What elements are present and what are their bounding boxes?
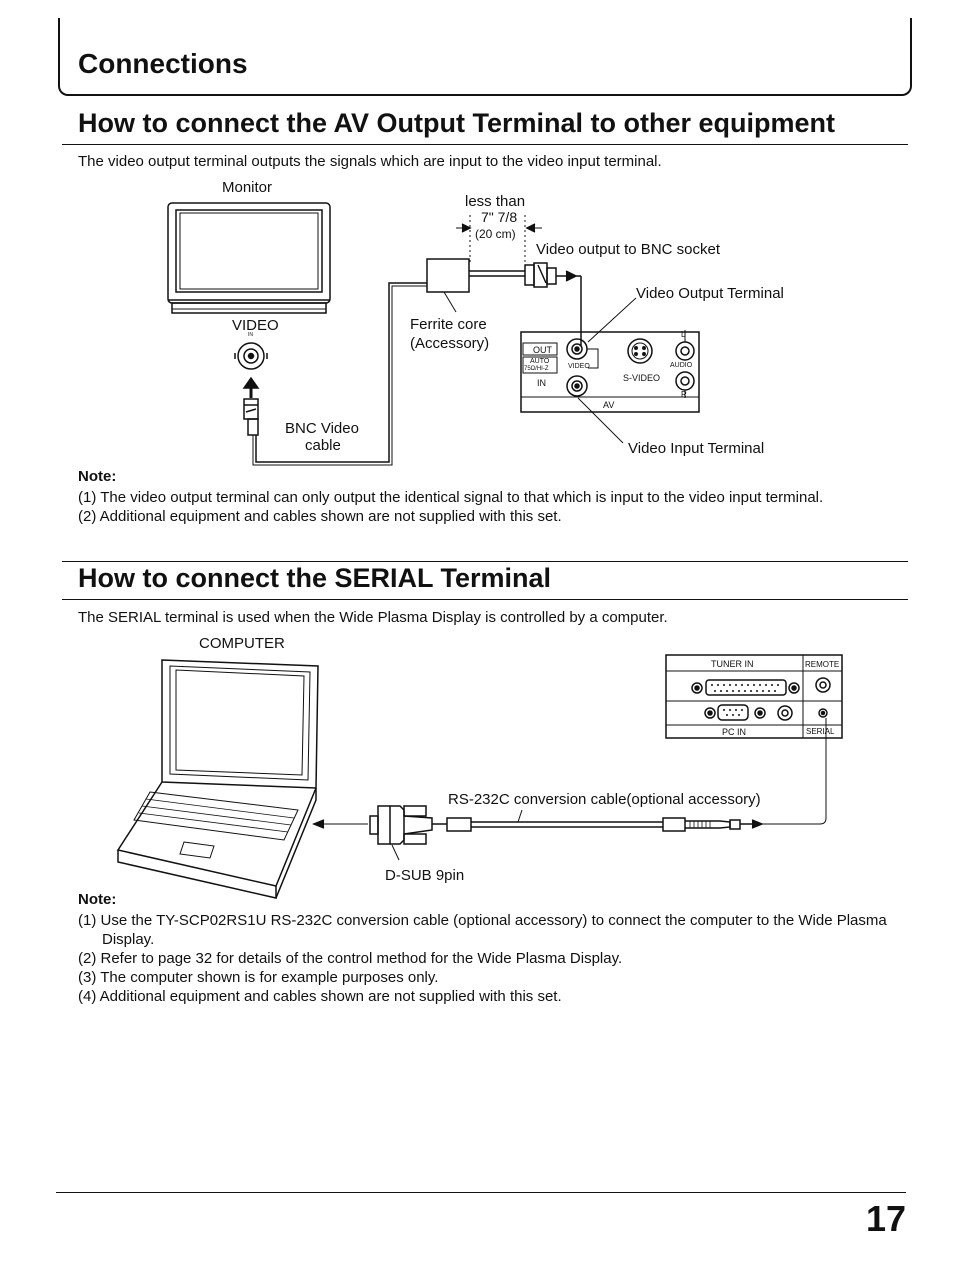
label-ferrite-1: Ferrite core	[410, 316, 487, 333]
av-notes: (1) The video output terminal can only o…	[78, 488, 904, 526]
panel-label-remote: REMOTE	[805, 660, 840, 669]
section-frame	[58, 18, 912, 96]
panel-label-video: VIDEO	[568, 363, 590, 370]
label-video: VIDEO	[232, 317, 279, 334]
label-length-cm: (20 cm)	[475, 227, 516, 241]
bnc-plug	[243, 398, 259, 436]
serial-note-item: (4) Additional equipment and cables show…	[78, 988, 562, 1005]
panel-label-tuner-in: TUNER IN	[711, 659, 754, 669]
serial-intro: The SERIAL terminal is used when the Wid…	[78, 609, 668, 626]
serial-heading-rule	[62, 599, 908, 600]
panel-label-in: IN	[537, 378, 546, 388]
panel-label-auto: AUTO	[530, 358, 550, 365]
av-panel	[520, 330, 700, 413]
monitor-illustration	[167, 202, 331, 314]
label-rs232c-cable: RS-232C conversion cable(optional access…	[448, 791, 761, 808]
label-bnc-cable-1: BNC Video	[285, 420, 359, 437]
page-number: 17	[865, 1198, 906, 1239]
section-title: Connections	[78, 48, 248, 79]
label-input-terminal: Video Input Terminal	[628, 440, 765, 457]
av-note-item: (1) The video output terminal can only o…	[78, 489, 824, 506]
serial-note-item: (3) The computer shown is for example pu…	[78, 969, 439, 986]
av-heading: How to connect the AV Output Terminal to…	[78, 108, 835, 138]
label-output-terminal: Video Output Terminal	[636, 285, 784, 302]
panel-label-serial: SERIAL	[806, 727, 835, 736]
label-in-mark: IN	[248, 332, 253, 338]
label-length-in: 7" 7/8	[481, 209, 518, 225]
panel-label-out: OUT	[533, 345, 552, 355]
serial-top-rule	[62, 561, 908, 562]
panel-label-av: AV	[603, 400, 615, 410]
panel-label-pc-in: PC IN	[722, 727, 747, 737]
footer-rule	[56, 1192, 906, 1193]
panel-label-l: L	[681, 330, 686, 339]
label-computer: COMPUTER	[199, 635, 285, 652]
laptop-illustration	[116, 659, 319, 899]
serial-note-item: (2) Refer to page 32 for details of the …	[78, 950, 623, 967]
av-intro: The video output terminal outputs the si…	[78, 153, 662, 170]
serial-note-title: Note:	[78, 891, 117, 908]
label-bnc-socket: Video output to BNC socket	[536, 241, 720, 258]
panel-label-svideo: S-VIDEO	[623, 373, 661, 383]
panel-label-r: R	[681, 390, 687, 399]
label-ferrite-2: (Accessory)	[410, 335, 490, 352]
serial-heading: How to connect the SERIAL Terminal	[78, 563, 552, 593]
label-monitor: Monitor	[222, 179, 273, 196]
label-less-than: less than	[465, 193, 526, 210]
av-heading-rule	[62, 144, 908, 145]
serial-panel	[665, 654, 843, 739]
panel-label-audio: AUDIO	[670, 362, 693, 369]
dsub-connector	[369, 805, 433, 861]
av-note-title: Note:	[78, 468, 117, 485]
monitor-bnc-jack	[234, 342, 268, 370]
label-bnc-cable-2: cable	[305, 437, 341, 454]
serial-note-item: (1) Use the TY-SCP02RS1U RS-232C convers…	[78, 912, 887, 948]
av-note-item: (2) Additional equipment and cables show…	[78, 508, 562, 525]
panel-label-75: 75Ω/HI-Z	[524, 366, 549, 372]
label-dsub: D-SUB 9pin	[385, 867, 465, 884]
serial-notes: (1) Use the TY-SCP02RS1U RS-232C convers…	[78, 911, 904, 1006]
